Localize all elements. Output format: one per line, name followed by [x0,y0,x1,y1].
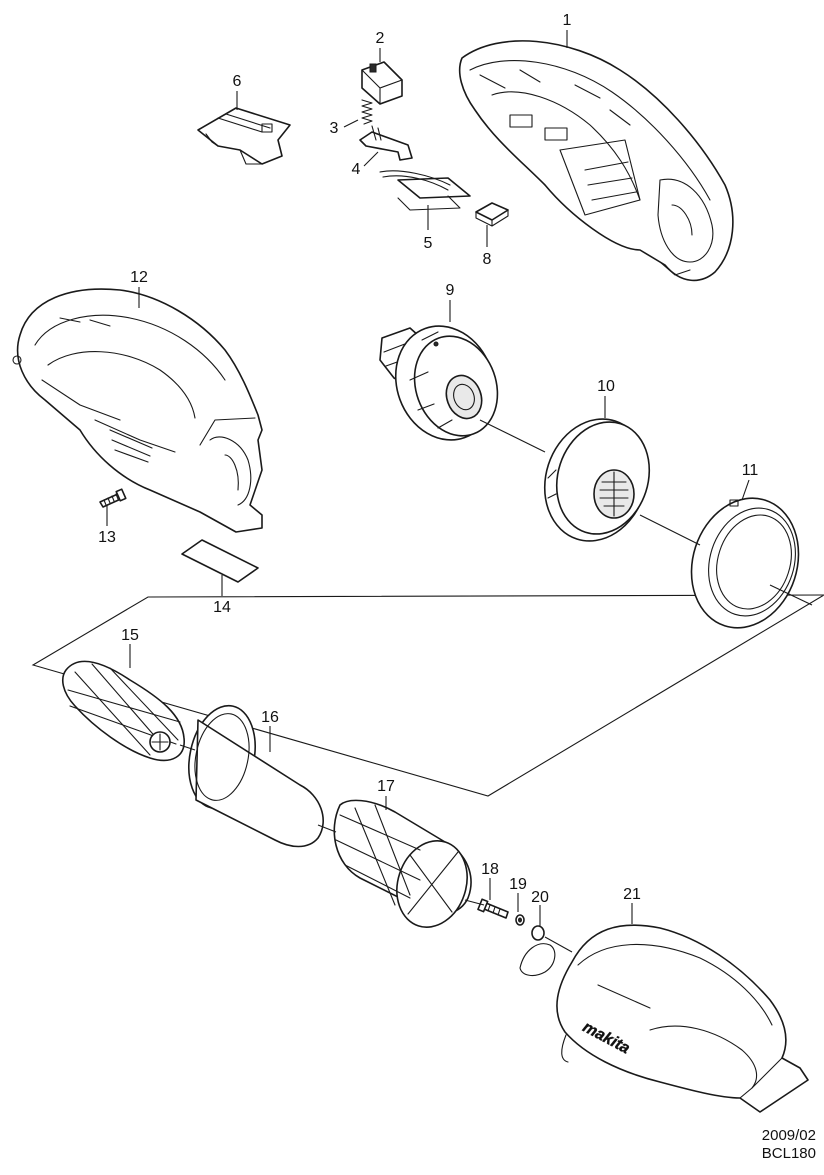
part-14-label [181,539,259,583]
callout-10: 10 [597,378,615,395]
callout-13: 13 [98,529,116,546]
part-16-cone-filter [188,704,324,848]
callout-3: 3 [330,120,339,137]
part-1-rear-housing [458,40,734,282]
callout-1: 1 [563,12,572,29]
part-10-fan-cover [543,418,651,542]
callout-14: 14 [213,599,231,616]
part-5-wire-insulator [379,170,471,211]
callout-6: 6 [233,73,242,90]
part-21-front-cover: makita [556,924,809,1113]
part-8-pad [475,202,509,227]
callout-15: 15 [121,627,139,644]
leader-lines [106,30,813,953]
part-12-front-housing [12,288,263,533]
callout-21: 21 [623,886,641,903]
kit-boundary [31,594,824,797]
callout-8: 8 [483,251,492,268]
callout-5: 5 [424,235,433,252]
callout-20: 20 [531,889,549,906]
part-6-terminal-holder [197,107,291,165]
part-11-ring [690,497,800,629]
part-18-screw [477,898,509,919]
callout-12: 12 [130,269,148,286]
part-19-washer [515,914,525,926]
callout-19: 19 [509,876,527,893]
part-15-filter-frame [61,660,185,762]
callout-18: 18 [481,861,499,878]
callout-2: 2 [376,30,385,47]
diagram-footer: 2009/02 BCL180 [762,1127,816,1163]
callout-9: 9 [446,282,455,299]
part-2-switch [361,61,403,105]
callout-4: 4 [352,161,361,178]
part-4-switch-lever [359,125,413,161]
part-20-valve [519,925,556,977]
callout-labels: 1 2 3 4 5 6 8 9 10 11 12 13 14 15 16 17 … [98,12,758,906]
callout-11: 11 [742,462,759,479]
footer-date: 2009/02 [761,1127,816,1144]
callout-16: 16 [261,709,279,726]
footer-model: BCL180 [761,1145,816,1162]
part-17-filter-cage [333,799,472,928]
part-3-spring [361,99,373,125]
part-13-screw [99,488,127,508]
part-9-motor-fan [379,325,499,441]
callout-17: 17 [377,778,395,795]
